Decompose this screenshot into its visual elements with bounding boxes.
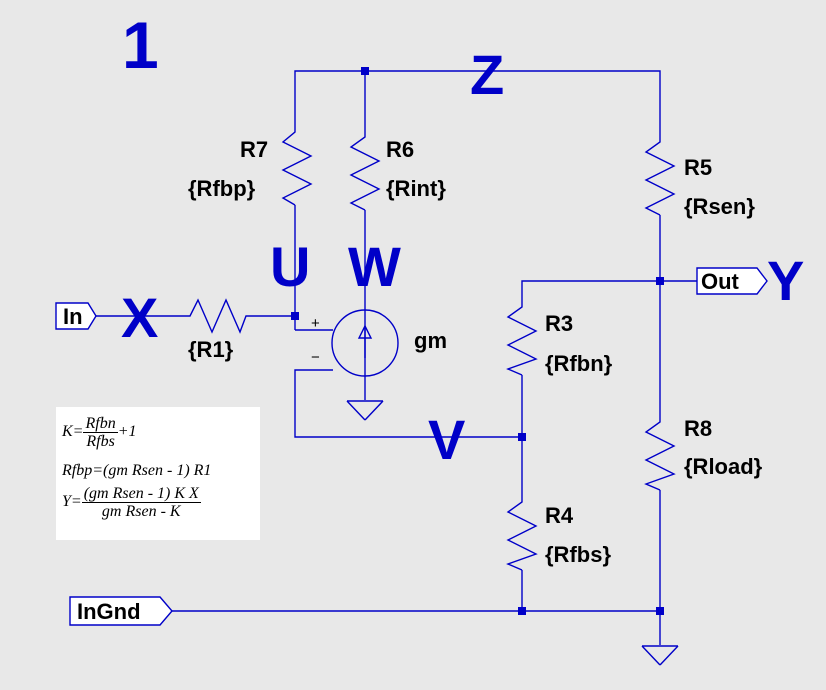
formula-y-lhs: Y= bbox=[62, 493, 82, 511]
r3-name: R3 bbox=[545, 311, 573, 336]
diagram-number: 1 bbox=[122, 8, 159, 82]
port-out-label: Out bbox=[701, 269, 740, 294]
formula-y-denominator: gm Rsen - K bbox=[101, 503, 181, 520]
wire-z-top bbox=[294, 70, 661, 135]
r7-name: R7 bbox=[240, 137, 268, 162]
r5-value: {Rsen} bbox=[684, 194, 755, 219]
port-in-label: In bbox=[63, 304, 83, 329]
current-source-symbol bbox=[331, 309, 399, 377]
formula-y-numerator: (gm Rsen - 1) K X bbox=[81, 485, 201, 503]
port-out: Out bbox=[696, 267, 768, 295]
r7-value: {Rfbp} bbox=[188, 176, 256, 201]
resistor-r5-symbol bbox=[644, 135, 676, 216]
node-label-v: V bbox=[428, 408, 465, 471]
resistor-r7-symbol bbox=[281, 125, 313, 206]
port-ingnd: InGnd bbox=[69, 596, 173, 626]
source-gm-label: gm bbox=[414, 328, 447, 353]
r1-value: {R1} bbox=[188, 337, 234, 362]
r4-name: R4 bbox=[545, 503, 574, 528]
port-in: In bbox=[55, 302, 97, 330]
formula-k-lhs: K= bbox=[62, 423, 84, 441]
source-minus-sign: − bbox=[311, 349, 320, 366]
r3-value: {Rfbn} bbox=[545, 351, 613, 376]
formula-k-denominator: Rfbs bbox=[86, 433, 115, 450]
node-label-z: Z bbox=[470, 43, 504, 106]
node-label-w: W bbox=[348, 235, 401, 298]
ground-main-icon bbox=[641, 645, 679, 666]
r4-value: {Rfbs} bbox=[545, 542, 611, 567]
port-ingnd-label: InGnd bbox=[77, 599, 141, 624]
formula-rfbp: Rfbp=(gm Rsen - 1) R1 bbox=[62, 462, 212, 479]
r8-name: R8 bbox=[684, 416, 712, 441]
resistor-r1-symbol bbox=[185, 298, 250, 334]
node-label-x: X bbox=[121, 286, 158, 349]
r8-value: {Rload} bbox=[684, 454, 763, 479]
resistor-r3-symbol bbox=[506, 300, 538, 376]
wire-minus-to-v bbox=[294, 369, 522, 438]
node-label-u: U bbox=[270, 235, 310, 298]
resistor-r6-symbol bbox=[349, 130, 381, 211]
r5-name: R5 bbox=[684, 155, 712, 180]
ground-source-icon bbox=[346, 400, 384, 421]
formula-k-rest: +1 bbox=[117, 423, 137, 441]
r6-name: R6 bbox=[386, 137, 414, 162]
source-plus-sign: + bbox=[311, 315, 320, 332]
resistor-r8-symbol bbox=[644, 415, 676, 491]
junction-nodes bbox=[291, 67, 664, 615]
node-label-y: Y bbox=[767, 249, 804, 312]
formula-k-numerator: Rfbn bbox=[83, 415, 118, 433]
r6-value: {Rint} bbox=[386, 176, 446, 201]
resistor-r4-symbol bbox=[506, 495, 538, 571]
wire-y-to-r3 bbox=[521, 280, 660, 300]
